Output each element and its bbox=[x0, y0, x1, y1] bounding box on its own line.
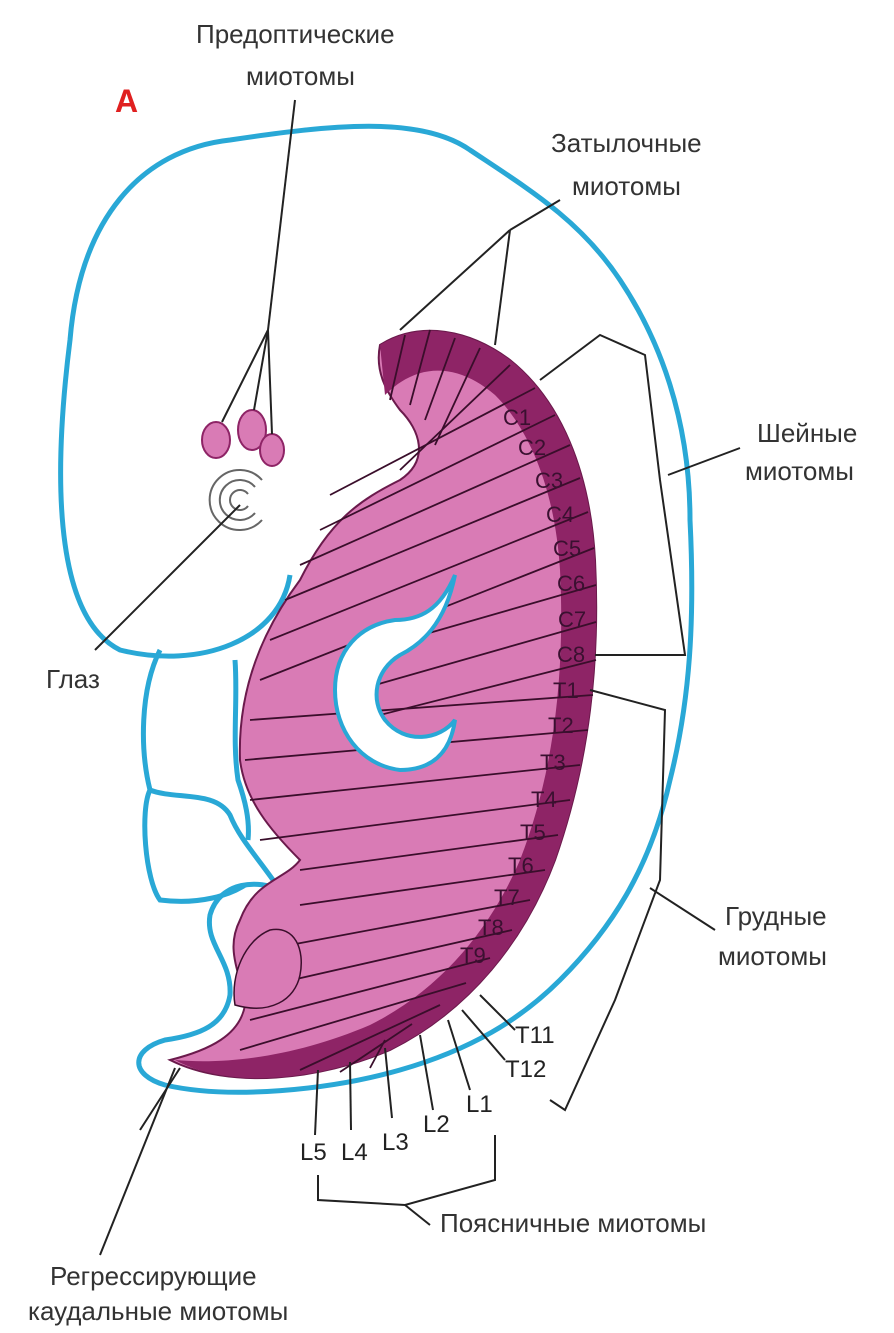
segment-label-outer: L2 bbox=[423, 1111, 450, 1138]
label-thoracic-2: миотомы bbox=[718, 941, 827, 971]
lumbar-segment-labels: L1 L2 L3 L4 L5 bbox=[300, 1091, 493, 1166]
segment-label: T7 bbox=[494, 885, 520, 910]
label-occipital-2: миотомы bbox=[572, 171, 681, 201]
segment-label-outer: L1 bbox=[466, 1091, 493, 1118]
segment-label: C3 bbox=[535, 468, 563, 493]
label-preoptic-2: миотомы bbox=[246, 61, 355, 91]
label-caudal-2: каудальные миотомы bbox=[28, 1296, 288, 1326]
segment-label: C8 bbox=[557, 642, 585, 667]
arm-bud-outline bbox=[145, 790, 245, 901]
label-occipital-1: Затылочные bbox=[551, 128, 702, 158]
segment-label: C2 bbox=[518, 435, 546, 460]
segment-label: C6 bbox=[557, 571, 585, 596]
segment-label: T9 bbox=[460, 943, 486, 968]
segment-label-outer: T12 bbox=[505, 1056, 546, 1083]
segment-label: T5 bbox=[520, 820, 546, 845]
label-thoracic-1: Грудные bbox=[725, 901, 827, 931]
segment-label: C7 bbox=[558, 607, 586, 632]
segment-label-outer: L4 bbox=[341, 1139, 368, 1166]
segment-label: T8 bbox=[478, 915, 504, 940]
segment-label: T2 bbox=[548, 713, 574, 738]
label-cervical-2: миотомы bbox=[745, 456, 854, 486]
panel-letter: A bbox=[115, 83, 138, 119]
eye-icon bbox=[210, 470, 262, 530]
segment-label: T3 bbox=[540, 750, 566, 775]
segment-label: T6 bbox=[508, 853, 534, 878]
segment-label: C5 bbox=[553, 536, 581, 561]
label-eye: Глаз bbox=[46, 664, 100, 694]
label-cervical-1: Шейные bbox=[757, 418, 857, 448]
label-lumbar: Поясничные миотомы bbox=[440, 1208, 706, 1238]
segment-label: T4 bbox=[531, 787, 557, 812]
segment-label-outer: T11 bbox=[515, 1022, 555, 1049]
label-caudal-1: Регрессирующие bbox=[50, 1261, 257, 1291]
segment-label: C4 bbox=[546, 502, 574, 527]
segment-label: T1 bbox=[553, 678, 579, 703]
segment-label-outer: L3 bbox=[382, 1129, 409, 1156]
segment-label: C1 bbox=[503, 405, 531, 430]
label-preoptic-1: Предоптические bbox=[196, 19, 395, 49]
segment-label-outer: L5 bbox=[300, 1139, 327, 1166]
